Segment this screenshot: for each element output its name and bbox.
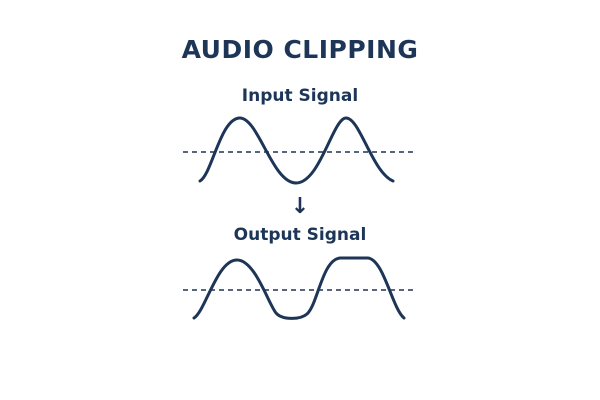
output-signal-label: Output Signal (234, 225, 367, 245)
down-arrow-icon: ↓ (291, 194, 309, 219)
diagram-title: AUDIO CLIPPING (182, 35, 419, 64)
input-signal-label: Input Signal (242, 86, 358, 106)
output-waveform (192, 256, 406, 320)
input-waveform (198, 116, 395, 185)
